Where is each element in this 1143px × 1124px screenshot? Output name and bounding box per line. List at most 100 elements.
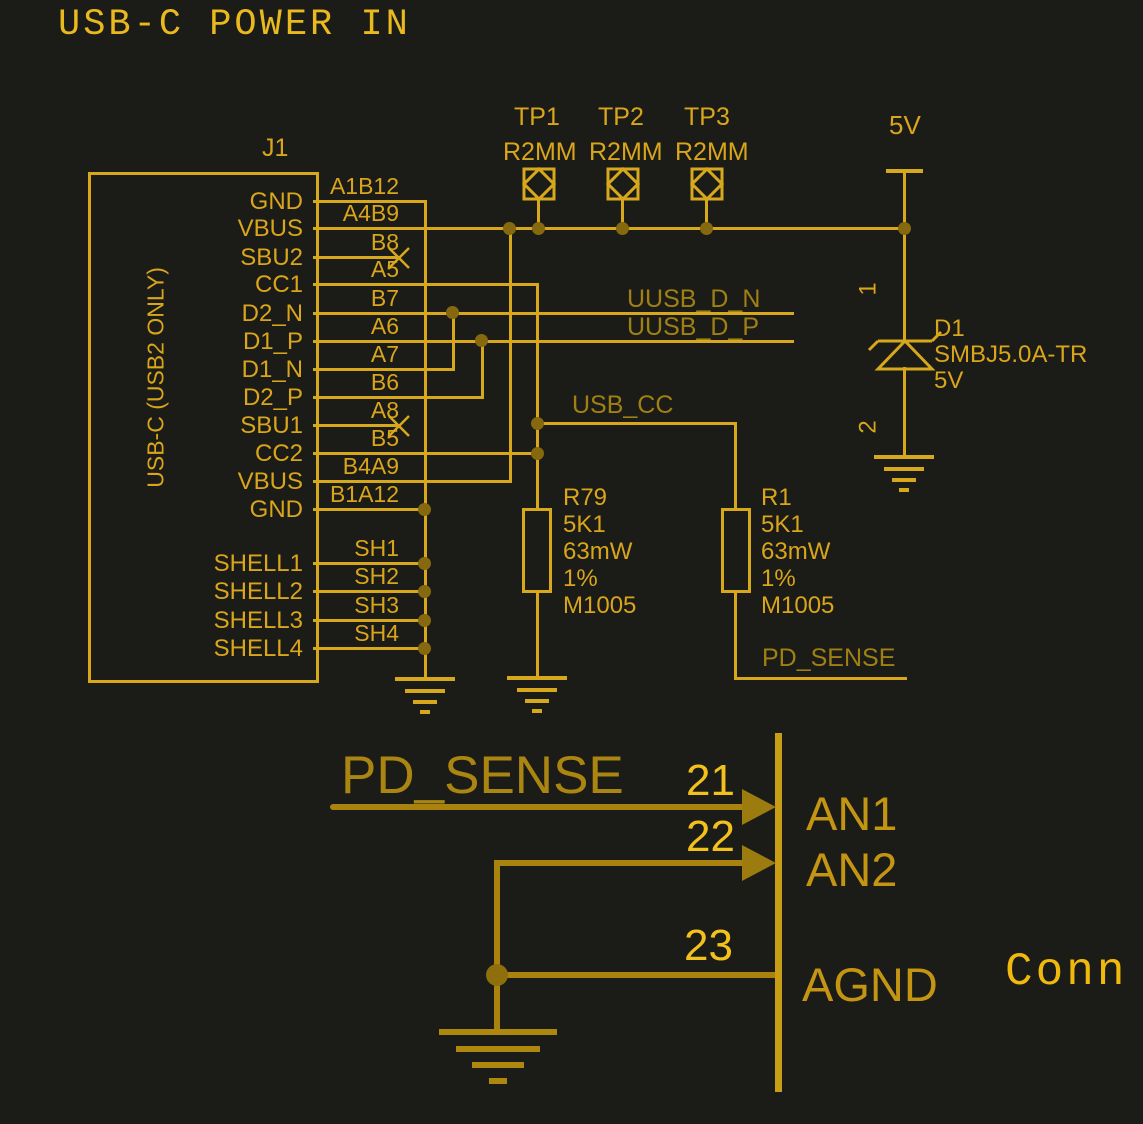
wire-shell4 [313,647,427,650]
chip-edge-bar [775,733,782,1092]
junction-dot [418,642,431,655]
pin-number: SH4 [354,620,399,646]
resistor-tolerance: 1% [761,565,796,592]
pin-number: B1A12 [329,481,399,507]
no-connect-icon [388,415,410,437]
wire-cc-bus [536,283,539,510]
pin-name: SBU2 [240,244,303,271]
resistor-value: 5K1 [761,511,804,538]
note-text: Conn dire syst [1005,812,1127,1124]
pin-name: D2_P [242,384,303,411]
pin-name: SHELL4 [213,635,303,662]
pin-arrow-icon [742,845,776,881]
wire-shell1 [313,562,427,565]
net-label-usb-cc: USB_CC [572,391,674,419]
connector-j1 [88,172,319,683]
junction-dot [418,614,431,627]
pin-number: A7 [370,341,399,367]
power-label-5v: 5V [889,110,921,140]
note-line: Conn [1005,946,1128,998]
pin-name: GND [249,188,303,215]
wire-vbus [313,227,907,230]
pin-name: VBUS [237,215,303,242]
testpoint-value: R2MM [675,138,749,166]
wire-shell3 [313,619,427,622]
pin-number: A6 [370,313,399,339]
wire-agnd [494,972,780,978]
sheet-title: USB-C POWER IN [58,4,411,46]
wire-gnd2 [313,508,427,511]
diode-part: SMBJ5.0A-TR [934,341,1088,368]
wire-d2p-cross [481,340,484,399]
wire-d1-to-gnd [903,367,906,457]
junction-dot [418,503,431,516]
pin-number: B8 [370,229,399,255]
net-label-uusb-d-n: UUSB_D_N [627,285,761,313]
junction-dot [616,222,629,235]
pin-number: A1B12 [329,173,399,199]
wire-gnd-bus [424,200,427,678]
junction-dot [898,222,911,235]
testpoint-value: R2MM [503,138,577,166]
mcu-pin-number: 21 [686,756,735,805]
resistor-package: M1005 [761,592,835,619]
net-label-uusb-d-p: UUSB_D_P [627,313,759,341]
junction-dot [418,585,431,598]
junction-dot [532,222,545,235]
testpoint-ref: TP3 [684,103,730,131]
mcu-pin-number: 23 [684,921,733,970]
wire-gnd-top [313,200,427,203]
testpoint-symbol [605,166,641,202]
pin-name: D2_N [241,300,303,327]
pin-name: SHELL2 [213,578,303,605]
pin-name: D1_P [242,328,303,355]
pin-number: A5 [370,256,399,282]
pin-name: SHELL3 [213,607,303,634]
wire-pdsense-u [735,677,907,680]
wire-sbu2 [313,256,397,259]
wire-d2n [313,312,794,315]
diode-ref: D1 [934,315,965,342]
testpoint-value: R2MM [589,138,663,166]
pin-arrow-icon [742,789,776,825]
junction-dot [531,447,544,460]
wire-agnd-vertical [494,860,500,1032]
net-label-pd-sense: PD_SENSE [762,644,896,672]
pin-name: SBU1 [240,412,303,439]
pin-name: CC1 [254,271,303,298]
resistor-body-r79 [522,508,552,593]
wire-tp1-stem [537,199,540,230]
pin-name: D1_N [241,356,303,383]
wire-d1p [313,340,794,343]
tvs-diode-symbol [867,330,943,371]
pin-number: SH1 [354,535,399,561]
resistor-ref: R79 [563,484,608,511]
diode-value: 5V [934,367,964,394]
pin-number: A8 [370,397,399,423]
wire-usbcc [537,422,737,425]
wire-an1 [330,804,750,810]
junction-dot [531,417,544,430]
resistor-power: 63mW [563,538,633,565]
net-label-pd-sense-large: PD_SENSE [341,746,624,805]
resistor-tolerance: 1% [563,565,598,592]
resistor-package: M1005 [563,592,637,619]
diode-pin-bottom-number: 2 [854,420,882,434]
wire-d2p [313,396,484,399]
resistor-body-r1 [721,508,751,593]
wire-tp3-stem [705,199,708,230]
mcu-pin-number: 22 [686,812,735,861]
wire-5v-stem [903,171,906,343]
junction-dot [446,306,459,319]
resistor-power: 63mW [761,538,831,565]
wire-usbcc-to-r1 [734,422,737,510]
wire-r79-to-gnd [536,592,539,678]
pin-name: GND [249,496,303,523]
junction-dot [700,222,713,235]
resistor-value: 5K1 [563,511,606,538]
wire-an2 [494,860,750,866]
wire-r1-to-pd [734,592,737,680]
connector-ref: J1 [262,134,289,162]
testpoint-symbol [689,166,725,202]
